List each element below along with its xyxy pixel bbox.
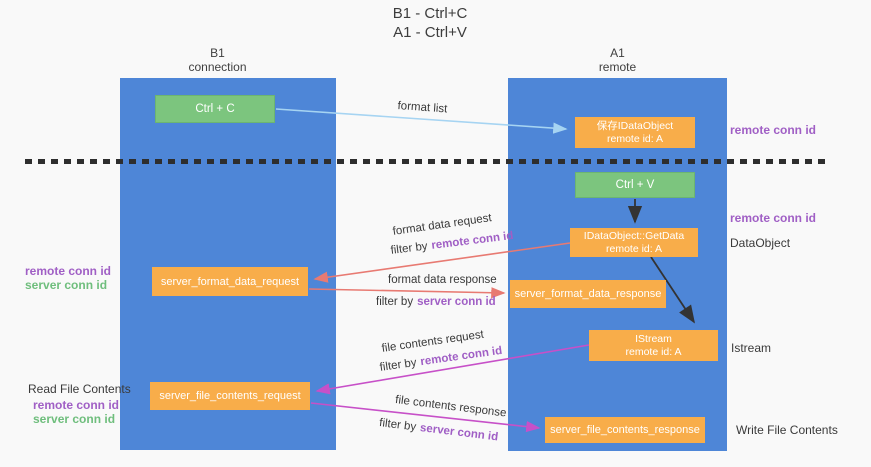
server-format-data-response-box: server_format_data_response xyxy=(510,280,666,308)
istream-line2: remote id: A xyxy=(625,345,682,358)
right-istream-label: Istream xyxy=(731,341,772,355)
right-remote-conn-id-top: remote conn id xyxy=(730,123,817,137)
file-contents-response-label: file contents response xyxy=(394,394,508,420)
remote-conn-id-text: remote conn id xyxy=(430,229,515,252)
server-format-data-request-box: server_format_data_request xyxy=(152,267,308,296)
server-file-contents-response-box: server_file_contents_response xyxy=(545,417,705,443)
filter-by-text: filter by xyxy=(378,417,417,434)
lifeline-b1-name: B1 xyxy=(210,46,225,60)
lifeline-b1-role: connection xyxy=(188,60,247,74)
save-dataobject-line1: 保存IDataObject xyxy=(596,119,674,132)
remote-conn-id-text: remote conn id xyxy=(419,344,503,369)
arrow-format-data-response xyxy=(308,287,506,299)
filter-by-text: filter by xyxy=(376,296,414,308)
server-file-contents-request-label: server_file_contents_request xyxy=(159,390,301,402)
title-line-2: A1 - Ctrl+V xyxy=(393,24,467,41)
diagram-title: B1 - Ctrl+C A1 - Ctrl+V xyxy=(300,4,560,42)
server-format-data-request-label: server_format_data_request xyxy=(160,275,300,288)
istream-line1: IStream xyxy=(635,332,672,345)
right-write-file-contents-label: Write File Contents xyxy=(736,423,838,437)
ctrl-v-box: Ctrl + V xyxy=(575,172,695,198)
server-format-data-response-label: server_format_data_response xyxy=(514,288,662,300)
format-list-label: format list xyxy=(397,100,448,116)
left-read-file-contents-label: Read File Contents xyxy=(28,382,131,396)
left-remote-conn-id-bottom: remote conn id xyxy=(33,398,120,412)
save-dataobject-line2: remote id: A xyxy=(606,132,664,145)
left-server-conn-id: server conn id xyxy=(25,278,108,292)
lifeline-a1-role: remote xyxy=(598,60,637,74)
format-data-response-label: format data response xyxy=(388,274,497,286)
right-remote-conn-id-mid: remote conn id xyxy=(730,211,817,225)
save-dataobject-box: 保存IDataObject remote id: A xyxy=(575,117,695,148)
server-conn-id-text: server conn id xyxy=(419,422,499,444)
lifeline-a1-name: A1 xyxy=(610,46,625,60)
ctrl-c-label: Ctrl + C xyxy=(195,103,235,115)
dashed-separator xyxy=(25,159,831,164)
lifeline-header-b1: B1 connection xyxy=(130,46,305,74)
ctrl-v-label: Ctrl + V xyxy=(615,179,655,191)
istream-box: IStream remote id: A xyxy=(589,330,718,361)
ctrl-c-box: Ctrl + C xyxy=(155,95,275,123)
getdata-box: IDataObject::GetData remote id: A xyxy=(570,228,698,257)
title-line-1: B1 - Ctrl+C xyxy=(392,5,468,22)
left-server-conn-id-bottom: server conn id xyxy=(33,412,116,426)
filter-by-text: filter by xyxy=(390,240,429,257)
left-remote-conn-id: remote conn id xyxy=(25,264,112,278)
server-conn-id-text: server conn id xyxy=(417,296,496,308)
server-file-contents-request-box: server_file_contents_request xyxy=(150,382,310,410)
getdata-line1: IDataObject::GetData xyxy=(583,229,685,242)
getdata-line2: remote id: A xyxy=(605,242,663,255)
server-file-contents-response-label: server_file_contents_response xyxy=(550,424,700,436)
lifeline-header-a1: A1 remote xyxy=(530,46,705,74)
filter-by-text: filter by xyxy=(379,356,418,374)
right-dataobject-label: DataObject xyxy=(730,236,791,250)
